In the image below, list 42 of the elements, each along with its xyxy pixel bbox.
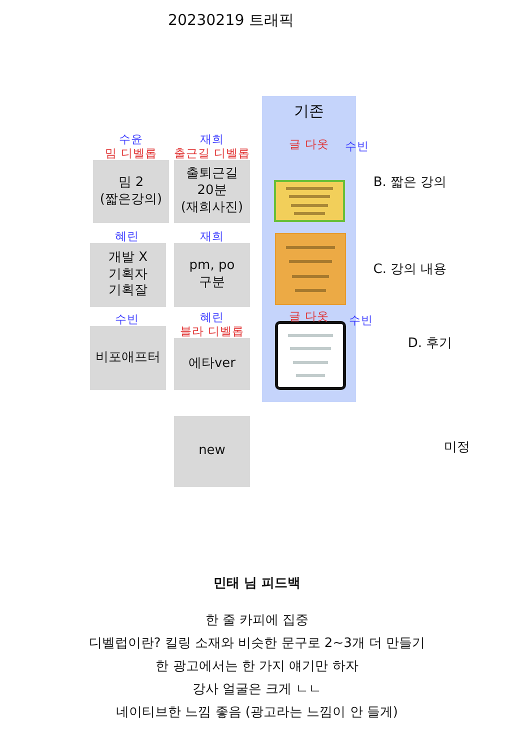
idea-card: [174, 160, 250, 223]
idea-text: 출퇴근길 20분 (재희사진): [180, 166, 244, 217]
ad-poster-picture: [274, 180, 345, 222]
idea-card: [174, 416, 250, 487]
page-title: 20230219 트래픽: [166, 11, 296, 30]
row-label: B. 짧은 강의: [373, 174, 447, 191]
assignee-name: 수윤: [119, 132, 143, 147]
note-text: 블라 디벨롭: [180, 324, 244, 339]
phone-screenshot-picture: [275, 321, 346, 390]
idea-card: [93, 160, 169, 223]
idea-card: [90, 243, 166, 307]
assignee-name: 혜린: [115, 229, 139, 244]
feedback-line: 네이티브한 느낌 좋음 (광고라는 느낌이 안 들게): [115, 704, 399, 721]
assignee-name: 재희: [200, 229, 224, 244]
idea-text: 비포애프터: [94, 350, 162, 366]
assignee-name: 수빈: [349, 313, 373, 328]
note-text: 글 다옷: [289, 137, 329, 152]
idea-card: [174, 243, 250, 307]
feedback-line: 강사 얼굴은 크게 ㄴㄴ: [191, 681, 323, 698]
note-text: 글 다옷: [289, 309, 329, 324]
ad-poster-picture: [275, 233, 346, 305]
idea-card: [174, 338, 250, 390]
note-text: 밈 디벨롭: [105, 146, 157, 161]
column-heading: 기존: [293, 102, 325, 121]
feedback-line: 한 줄 카피에 집중: [204, 612, 310, 629]
idea-text: new: [198, 443, 226, 460]
assignee-name: 혜린: [200, 310, 224, 325]
idea-text: 밈 2 (짧은강의): [98, 174, 164, 208]
idea-card: [90, 326, 166, 390]
idea-text: 에타ver: [187, 356, 237, 372]
assignee-name: 수빈: [345, 139, 369, 154]
feedback-line: 디벨럽이란? 킬링 소재와 비슷한 문구로 2~3개 더 만들기: [88, 635, 426, 652]
row-label: C. 강의 내용: [373, 261, 447, 278]
row-label: 미정: [444, 439, 470, 456]
assignee-name: 수빈: [115, 312, 139, 327]
note-text: 출근길 디벨롭: [174, 146, 250, 161]
row-label: D. 후기: [408, 335, 452, 352]
assignee-name: 재희: [200, 132, 224, 147]
feedback-heading: 민태 님 피드백: [212, 575, 302, 592]
idea-text: pm, po 구분: [188, 258, 236, 292]
idea-text: 개발 X 기획자 기획잘: [107, 250, 149, 300]
feedback-line: 한 광고에서는 한 가지 얘기만 하자: [154, 658, 360, 675]
